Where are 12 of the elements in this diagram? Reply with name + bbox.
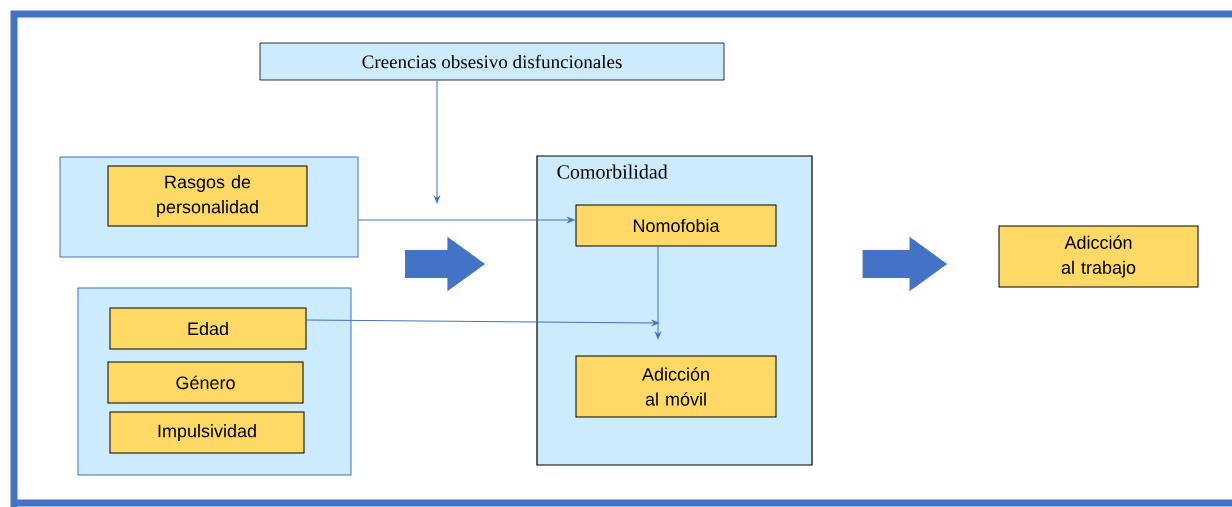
factor-box: Rasgos de personalidad xyxy=(107,165,308,227)
arrow xyxy=(306,319,660,326)
factor-box: Adicción al móvil xyxy=(575,355,777,418)
factor-box: Género xyxy=(107,361,304,404)
factor-box: Impulsividad xyxy=(109,411,305,454)
arrow xyxy=(655,246,661,340)
arrow xyxy=(358,217,575,223)
arrow xyxy=(434,79,440,204)
factor-box: Edad xyxy=(109,307,307,350)
concept-box: Creencias obsesivo disfuncionales xyxy=(259,42,725,81)
factor-box: Nomofobia xyxy=(575,204,777,247)
factor-box: Adicción al trabajo xyxy=(998,225,1199,288)
